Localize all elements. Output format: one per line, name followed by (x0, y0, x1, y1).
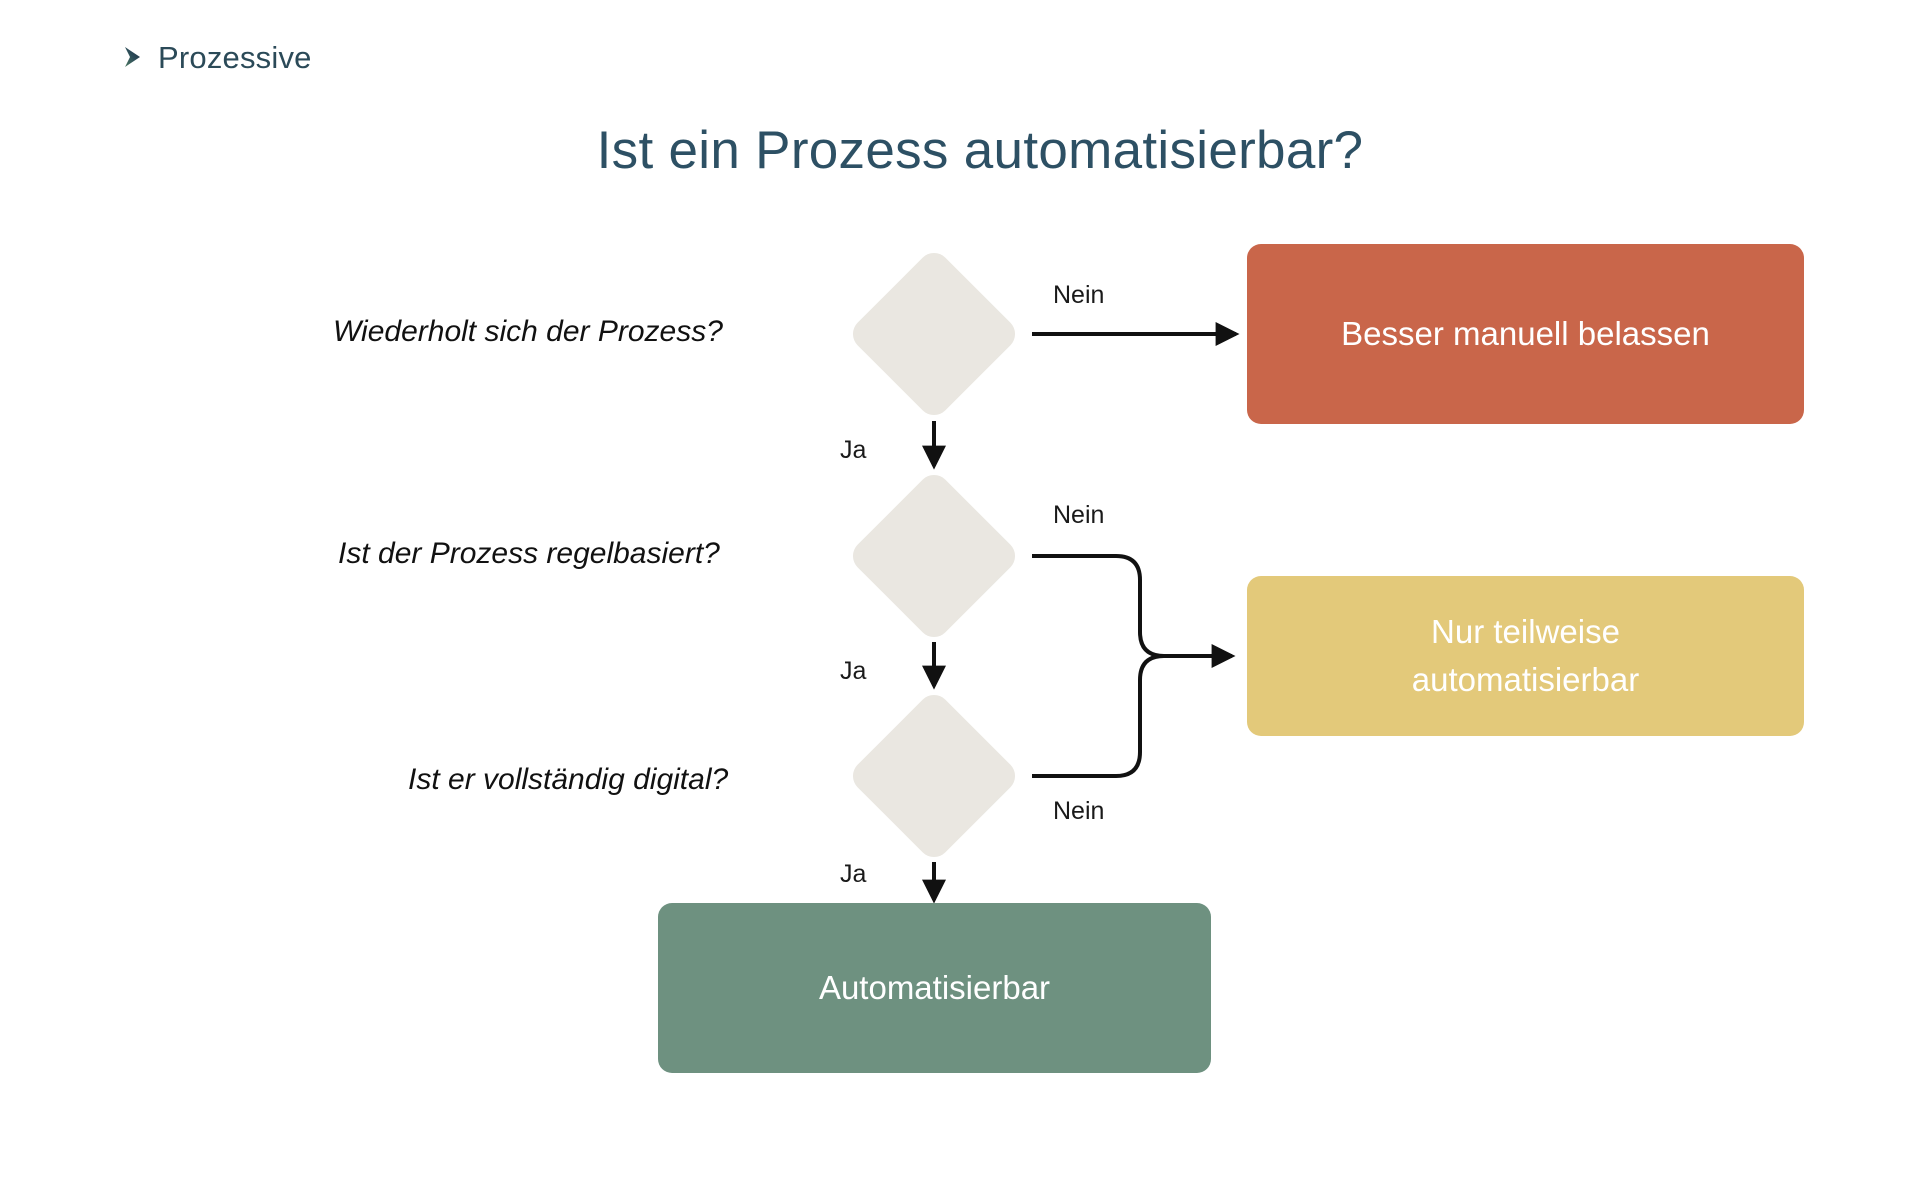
edge-label-nein-3: Nein (1053, 797, 1105, 825)
decision-3-label: Ist er vollständig digital? (408, 763, 729, 796)
result-automatable-box[interactable]: Automatisierbar (658, 903, 1211, 1073)
edge-label-nein-2: Nein (1053, 501, 1105, 529)
result-partial-label-line2: automatisierbar (1411, 661, 1640, 698)
decision-2-label: Ist der Prozess regelbasiert? (338, 537, 720, 570)
chevron-right-icon (118, 40, 152, 74)
result-manual-label: Besser manuell belassen (1341, 315, 1710, 353)
result-partial-box[interactable]: Nur teilweise automatisierbar (1247, 576, 1804, 736)
edge-label-nein-1: Nein (1053, 281, 1105, 309)
decision-1-label: Wiederholt sich der Prozess? (333, 315, 723, 348)
edge-label-ja-2: Ja (840, 657, 867, 685)
edge-label-ja-1: Ja (840, 436, 867, 464)
result-manual-box[interactable]: Besser manuell belassen (1247, 244, 1804, 424)
result-partial-label-line1: Nur teilweise (1431, 613, 1620, 651)
result-automatable-label: Automatisierbar (818, 969, 1051, 1007)
page-title: Ist ein Prozess automatisierbar? (596, 121, 1364, 180)
edge-label-ja-3: Ja (840, 860, 867, 888)
brand-logo: Prozessive (118, 40, 312, 74)
brand-name: Prozessive (158, 39, 312, 75)
